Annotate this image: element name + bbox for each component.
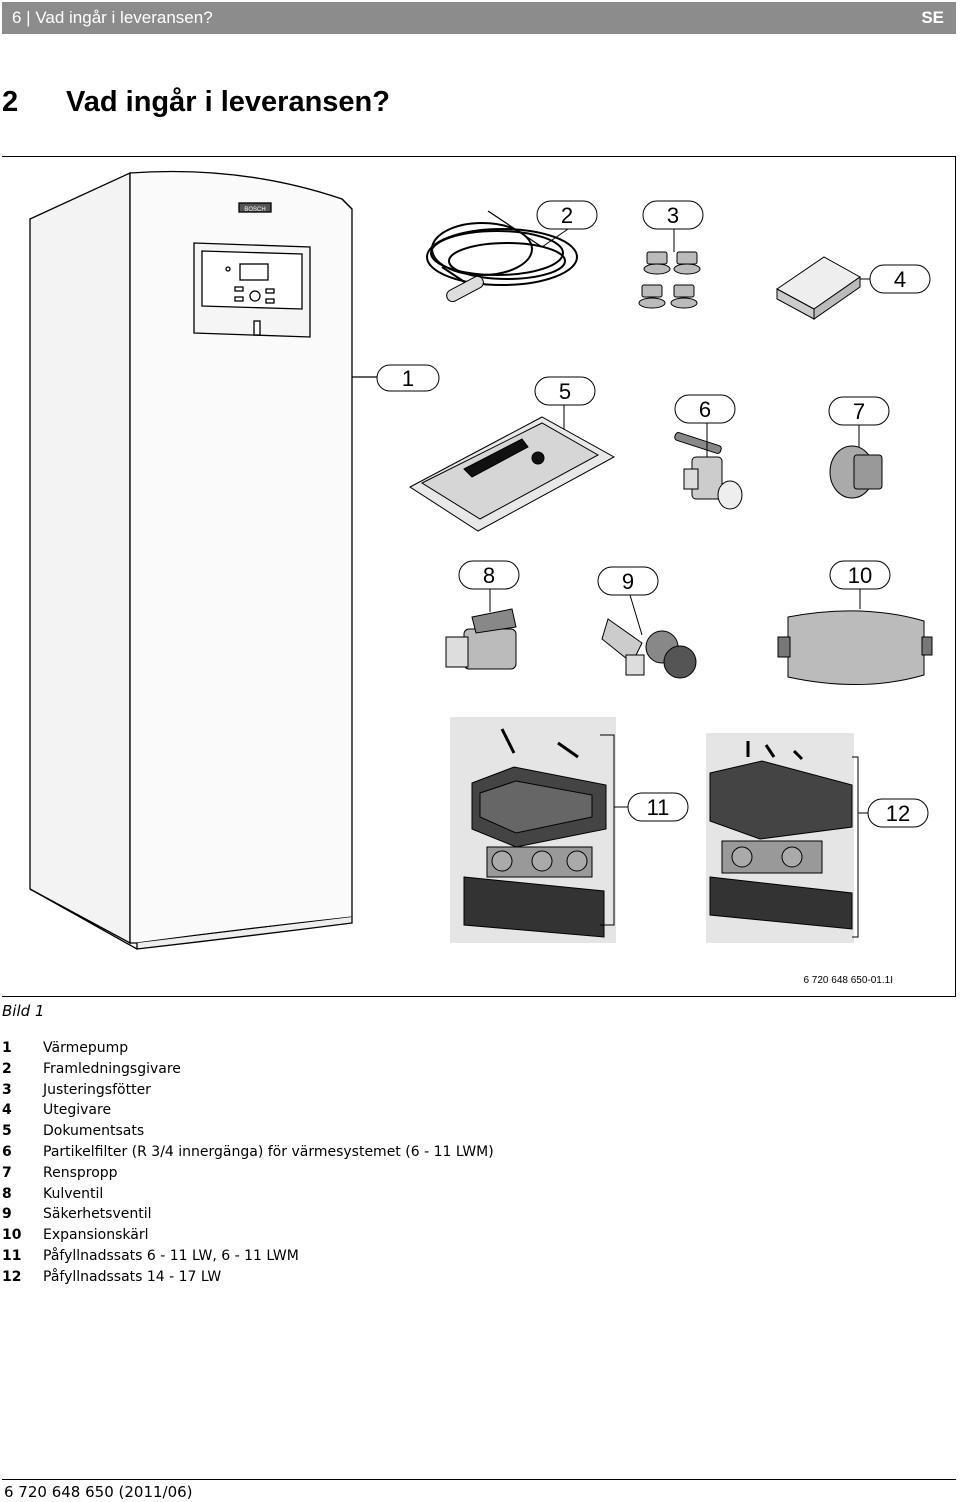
section-title: Vad ingår i leveransen? bbox=[66, 86, 390, 118]
page-header: 6 | Vad ingår i leveransen? SE bbox=[2, 2, 956, 34]
filling-kit-small-drawing bbox=[450, 717, 630, 943]
callout-12-label: 12 bbox=[886, 801, 910, 826]
callout-8-label: 8 bbox=[483, 563, 495, 588]
legend-item: 8 Kulventil bbox=[2, 1184, 494, 1205]
legend-text: Justeringsfötter bbox=[43, 1081, 151, 1098]
document-number: 6 720 648 650 (2011/06) bbox=[4, 1483, 193, 1501]
legend-text: Påfyllnadssats 14 - 17 LW bbox=[43, 1268, 222, 1285]
legend-number: 10 bbox=[2, 1227, 22, 1244]
section-heading: 2 Vad ingår i leveransen? bbox=[2, 86, 390, 119]
outdoor-sensor-drawing bbox=[776, 256, 870, 320]
callout-5-label: 5 bbox=[559, 379, 571, 404]
adjustable-feet-drawing bbox=[638, 227, 701, 309]
legend-item: 2 Framledningsgivare bbox=[2, 1059, 494, 1080]
figure-illustration: BOSCH bbox=[29, 170, 933, 950]
particle-filter-drawing bbox=[674, 419, 743, 510]
legend-number: 6 bbox=[2, 1143, 12, 1160]
callout-6-label: 6 bbox=[699, 397, 711, 422]
legend-item: 6 Partikelfilter (R 3/4 innergänga) för v… bbox=[2, 1142, 494, 1163]
legend-text: Utegivare bbox=[43, 1102, 112, 1119]
callout-4: 4 bbox=[869, 264, 931, 294]
callout-3: 3 bbox=[642, 200, 704, 230]
safety-valve-drawing bbox=[601, 594, 697, 679]
legend-item: 9 Säkerhetsventil bbox=[2, 1204, 494, 1225]
legend-item: 12 Påfyllnadssats 14 - 17 LW bbox=[2, 1267, 494, 1288]
ball-valve-drawing bbox=[445, 587, 517, 670]
callout-1-label: 1 bbox=[402, 366, 414, 391]
callout-2: 2 bbox=[536, 200, 598, 230]
legend-item: 11 Påfyllnadssats 6 - 11 LW, 6 - 11 LWM bbox=[2, 1246, 494, 1267]
legend-number: 9 bbox=[2, 1206, 12, 1223]
legend-item: 4 Utegivare bbox=[2, 1100, 494, 1121]
legend-number: 5 bbox=[2, 1123, 12, 1140]
callout-11: 11 bbox=[627, 792, 689, 822]
legend-text: Partikelfilter (R 3/4 innergänga) för vä… bbox=[43, 1143, 494, 1160]
legend-item: 1 Värmepump bbox=[2, 1038, 494, 1059]
expansion-vessel-drawing bbox=[777, 589, 933, 685]
legend-item: 7 Renspropp bbox=[2, 1163, 494, 1184]
callout-8: 8 bbox=[458, 560, 520, 590]
legend-text: Renspropp bbox=[43, 1164, 118, 1181]
documents-drawing bbox=[409, 391, 616, 532]
legend-number: 3 bbox=[2, 1081, 12, 1098]
legend-number: 7 bbox=[2, 1164, 12, 1181]
callout-4-label: 4 bbox=[894, 267, 906, 292]
legend-item: 10 Expansionskärl bbox=[2, 1225, 494, 1246]
legend-number: 1 bbox=[2, 1040, 12, 1056]
callout-7: 7 bbox=[828, 396, 890, 426]
heat-pump-drawing: BOSCH bbox=[29, 170, 377, 950]
header-language: SE bbox=[921, 8, 944, 27]
legend-text: Värmepump bbox=[43, 1040, 129, 1056]
legend-number: 4 bbox=[2, 1102, 12, 1119]
section-number: 2 bbox=[2, 86, 19, 118]
legend-number: 12 bbox=[2, 1268, 22, 1285]
figure-reference: 6 720 648 650-01.1I bbox=[803, 975, 893, 986]
flow-sensor-drawing bbox=[426, 210, 578, 303]
callout-7-label: 7 bbox=[853, 399, 865, 424]
legend-number: 11 bbox=[2, 1247, 22, 1264]
cleaning-plug-drawing bbox=[829, 425, 883, 499]
callout-9: 9 bbox=[597, 566, 659, 596]
legend-number: 2 bbox=[2, 1060, 12, 1077]
filling-kit-large-drawing bbox=[706, 733, 870, 943]
footer-divider bbox=[2, 1479, 956, 1480]
legend-text: Kulventil bbox=[43, 1185, 104, 1202]
delivery-figure: BOSCH bbox=[2, 156, 956, 997]
callout-3-label: 3 bbox=[667, 203, 679, 228]
callout-9-label: 9 bbox=[622, 569, 634, 594]
figure-caption: Bild 1 bbox=[2, 1002, 45, 1020]
legend-text: Dokumentsats bbox=[43, 1123, 145, 1140]
callout-10: 10 bbox=[829, 560, 891, 590]
legend-item: 3 Justeringsfötter bbox=[2, 1080, 494, 1101]
callout-6: 6 bbox=[674, 394, 736, 424]
legend-text: Framledningsgivare bbox=[43, 1060, 181, 1077]
callout-10-label: 10 bbox=[848, 563, 872, 588]
callout-12: 12 bbox=[867, 798, 929, 828]
brand-logo: BOSCH bbox=[244, 207, 265, 213]
legend-number: 8 bbox=[2, 1185, 12, 1202]
callout-2-label: 2 bbox=[561, 203, 573, 228]
legend-text: Säkerhetsventil bbox=[43, 1206, 152, 1223]
callout-5: 5 bbox=[534, 376, 596, 406]
callout-11-label: 11 bbox=[647, 795, 670, 820]
legend-text: Expansionskärl bbox=[43, 1227, 149, 1244]
callout-1: 1 bbox=[376, 364, 440, 392]
legend-text: Påfyllnadssats 6 - 11 LW, 6 - 11 LWM bbox=[43, 1247, 299, 1264]
figure-legend: 1 Värmepump 2 Framledningsgivare 3 Justerin… bbox=[2, 1038, 494, 1288]
header-section-title: 6 | Vad ingår i leveransen? bbox=[12, 8, 213, 27]
legend-item: 5 Dokumentsats bbox=[2, 1121, 494, 1142]
